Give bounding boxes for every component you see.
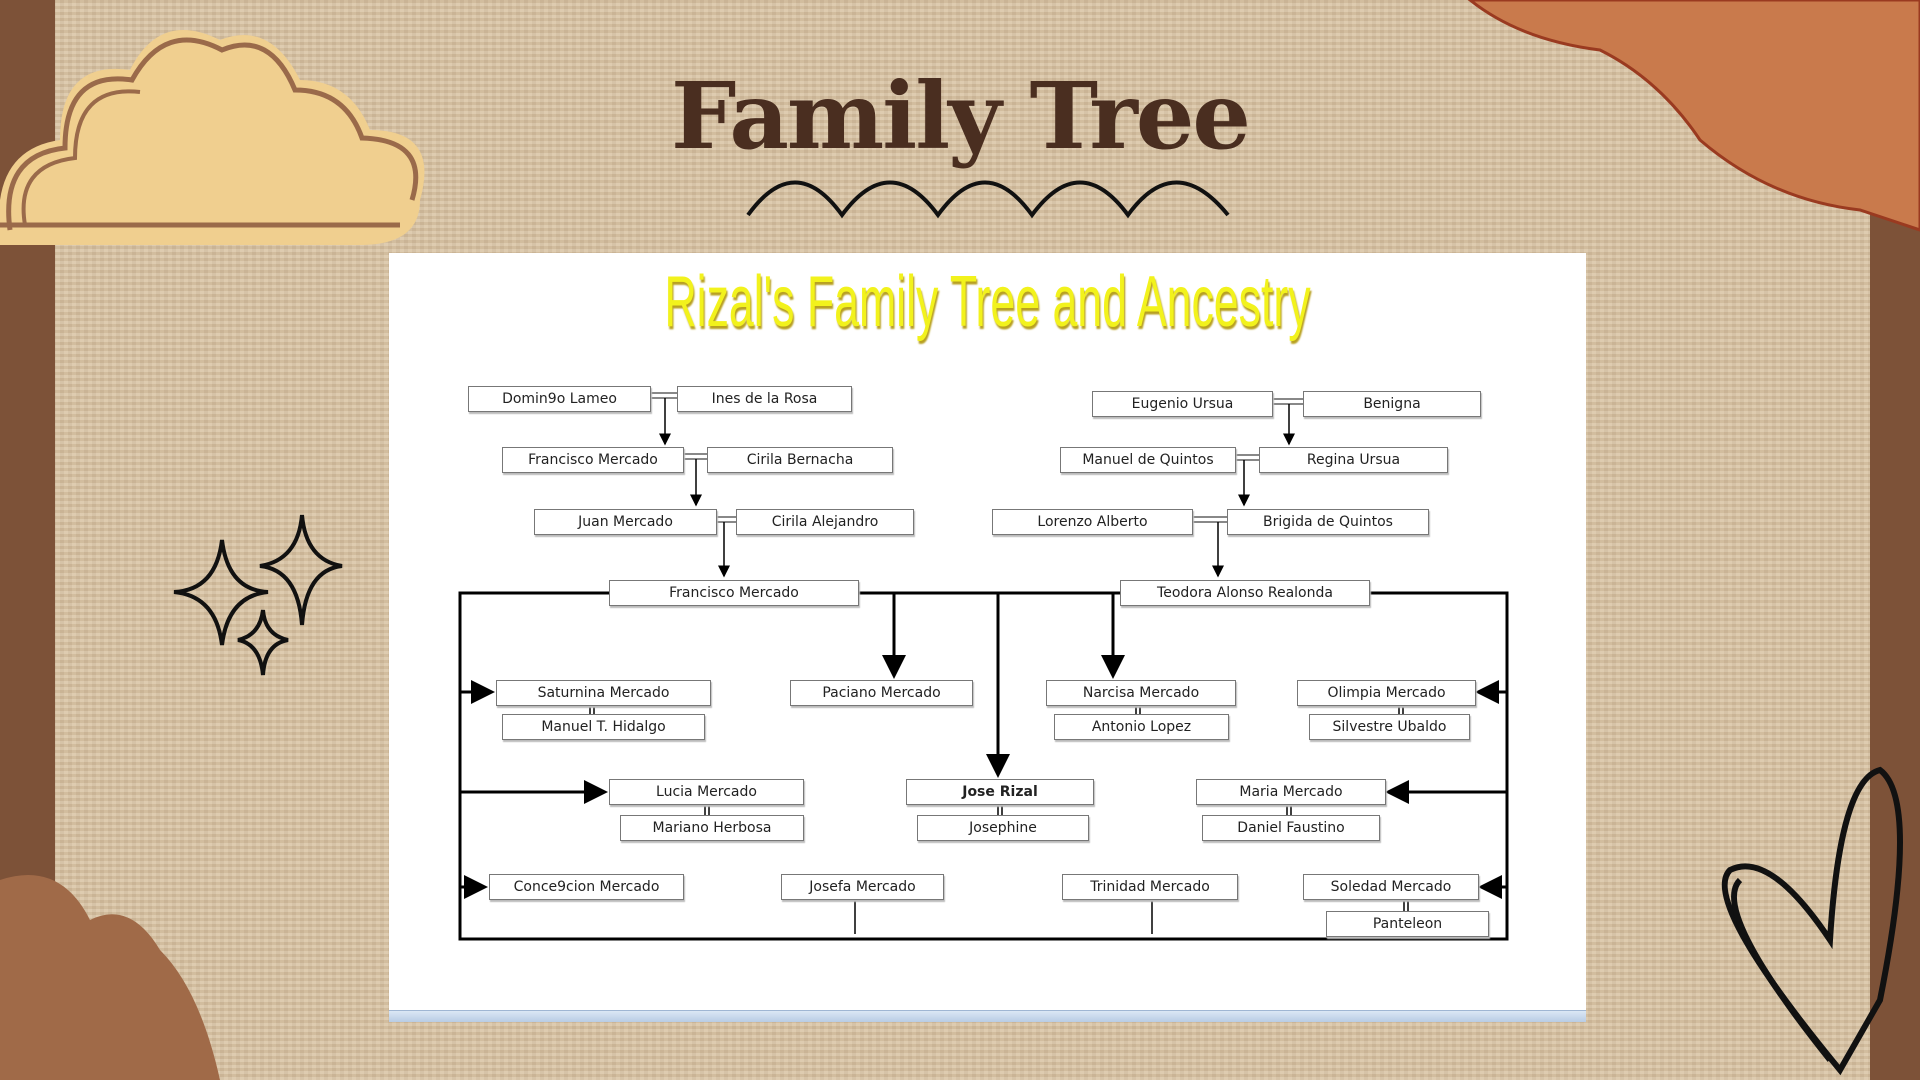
corner-shape <box>1467 0 1920 232</box>
tree-node: Mariano Herbosa <box>620 815 804 841</box>
tree-node: Trinidad Mercado <box>1062 874 1238 900</box>
tree-node: Maria Mercado <box>1196 779 1386 805</box>
tree-node-jose-rizal: Jose Rizal <box>906 779 1094 805</box>
sparkles-icon <box>173 514 343 676</box>
tree-node: Silvestre Ubaldo <box>1309 714 1470 740</box>
scallop-underline <box>746 180 1230 219</box>
tree-node: Regina Ursua <box>1259 447 1448 473</box>
tree-node: Brigida de Quintos <box>1227 509 1429 535</box>
tree-node: Conce9cion Mercado <box>489 874 684 900</box>
status-bar <box>389 1010 1586 1022</box>
tree-node: Paciano Mercado <box>790 680 973 706</box>
tree-node: Cirila Bernacha <box>707 447 893 473</box>
tree-node: Benigna <box>1303 391 1481 417</box>
tree-title: Rizal's Family Tree and Ancestry <box>664 262 1311 342</box>
tree-node: Ines de la Rosa <box>677 386 852 412</box>
tree-node: Soledad Mercado <box>1303 874 1479 900</box>
tree-node: Lucia Mercado <box>609 779 804 805</box>
tree-node: Saturnina Mercado <box>496 680 711 706</box>
tree-node: Domin9o Lameo <box>468 386 651 412</box>
tree-node-mother: Teodora Alonso Realonda <box>1120 580 1370 606</box>
tree-node: Manuel T. Hidalgo <box>502 714 705 740</box>
corner-blob <box>0 875 220 1080</box>
tree-node: Olimpia Mercado <box>1297 680 1476 706</box>
tree-node: Panteleon <box>1326 911 1489 937</box>
page-title: Family Tree <box>671 62 1251 170</box>
tree-node: Juan Mercado <box>534 509 717 535</box>
tree-node: Manuel de Quintos <box>1060 447 1236 473</box>
heart-icon <box>1721 766 1903 1076</box>
tree-node: Antonio Lopez <box>1054 714 1229 740</box>
tree-node-father: Francisco Mercado <box>609 580 859 606</box>
tree-node: Eugenio Ursua <box>1092 391 1273 417</box>
tree-node: Cirila Alejandro <box>736 509 914 535</box>
tree-node: Francisco Mercado <box>502 447 684 473</box>
tree-node: Josephine <box>917 815 1089 841</box>
cloud-icon <box>0 30 425 245</box>
tree-node: Daniel Faustino <box>1202 815 1380 841</box>
tree-node: Lorenzo Alberto <box>992 509 1193 535</box>
tree-node: Josefa Mercado <box>781 874 944 900</box>
tree-node: Narcisa Mercado <box>1046 680 1236 706</box>
